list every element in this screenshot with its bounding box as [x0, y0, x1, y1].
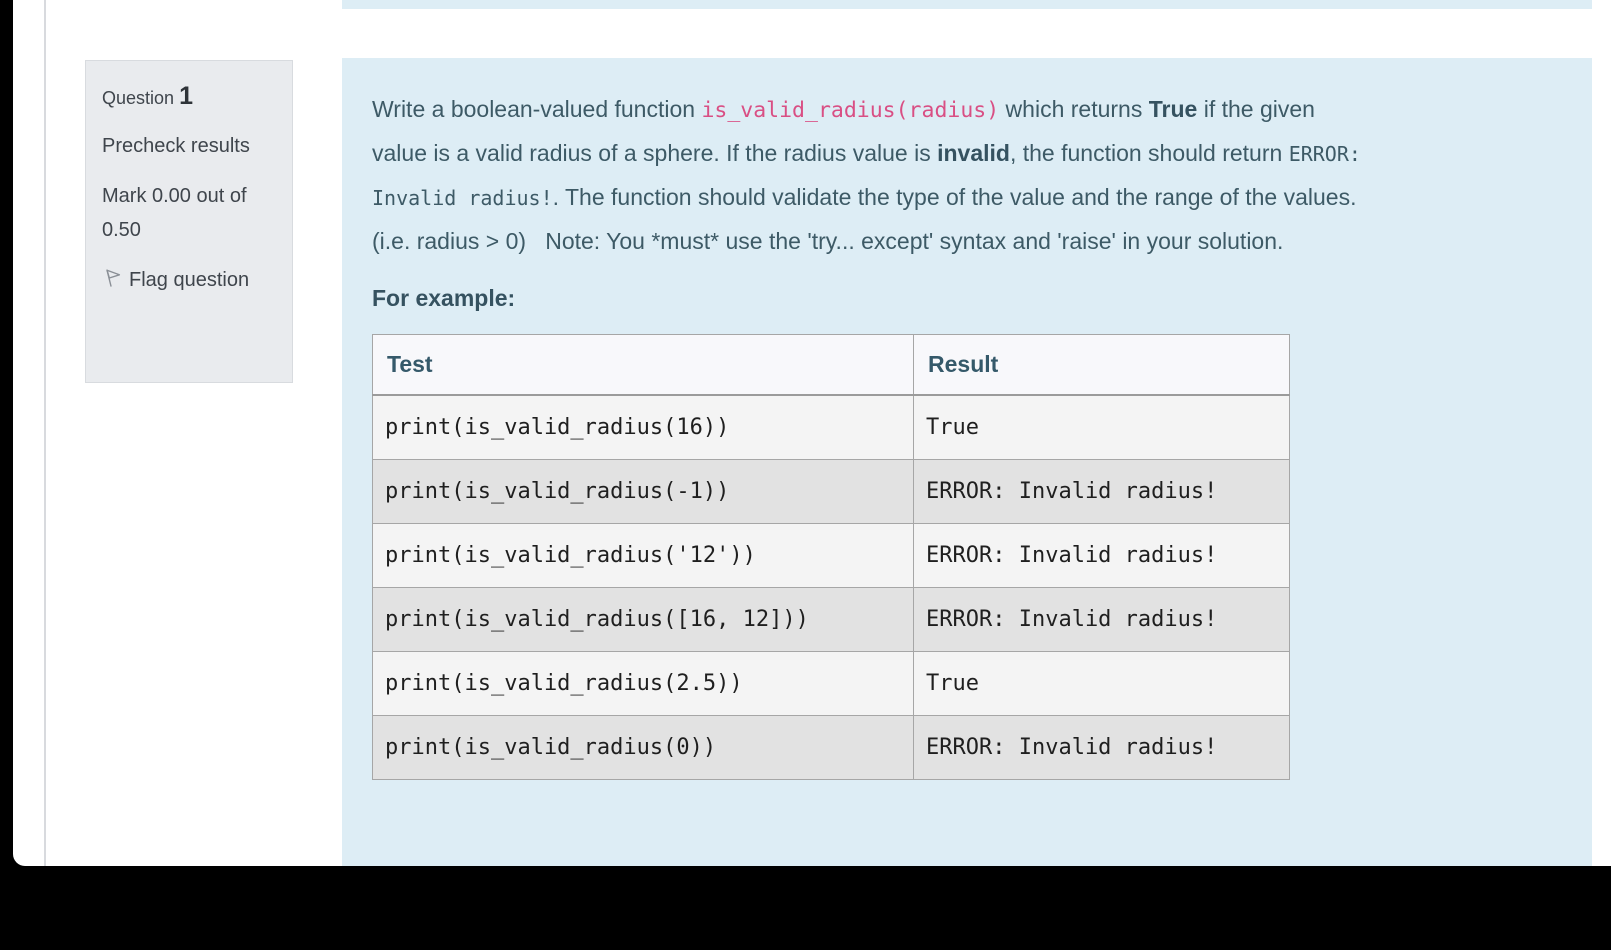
result-cell: True [913, 651, 1290, 716]
table-row: print(is_valid_radius([16, 12])) ERROR: … [372, 587, 1290, 652]
table-row: print(is_valid_radius(16)) True [372, 394, 1290, 460]
question-info-box: Question 1 Precheck results Mark 0.00 ou… [85, 60, 293, 383]
prompt-bold-invalid: invalid [937, 140, 1010, 166]
question-grade: Mark 0.00 out of 0.50 [102, 185, 247, 241]
prompt-segment: . The function should validate the type … [372, 184, 1357, 254]
question-label: Question [102, 88, 175, 108]
prompt-segment: , the function should return [1009, 140, 1289, 166]
result-cell: ERROR: Invalid radius! [913, 587, 1290, 652]
example-table: Test Result print(is_valid_radius(16)) T… [372, 334, 1290, 780]
prompt-bold-true: True [1148, 96, 1198, 122]
prompt-segment: Write a boolean-valued function [372, 96, 702, 122]
test-cell: print(is_valid_radius(16)) [372, 394, 914, 460]
question-number: 1 [179, 82, 193, 110]
prompt-segment: if the given value is a valid radius of … [372, 96, 1315, 166]
quiz-page: Question 1 Precheck results Mark 0.00 ou… [13, 0, 1611, 866]
result-cell: ERROR: Invalid radius! [913, 459, 1290, 524]
table-row: print(is_valid_radius('12')) ERROR: Inva… [372, 523, 1290, 588]
result-cell: ERROR: Invalid radius! [913, 523, 1290, 588]
column-header-result: Result [913, 334, 1290, 396]
question-content: Write a boolean-valued function is_valid… [342, 58, 1592, 866]
example-heading: For example: [372, 285, 516, 311]
table-row: print(is_valid_radius(2.5)) True [372, 651, 1290, 716]
test-cell: print(is_valid_radius('12')) [372, 523, 914, 588]
question-state: Precheck results [102, 135, 250, 157]
test-cell: print(is_valid_radius(0)) [372, 715, 914, 780]
inline-code-function-name: is_valid_radius(radius) [701, 98, 1000, 123]
previous-block-edge [342, 0, 1592, 9]
result-cell: ERROR: Invalid radius! [913, 715, 1290, 780]
question-text: Write a boolean-valued function is_valid… [372, 88, 1372, 263]
test-cell: print(is_valid_radius([16, 12])) [372, 587, 914, 652]
left-column-divider [44, 0, 46, 866]
inline-code-error-message: ERROR: Invalid radius! [372, 142, 1361, 210]
flag-question-link[interactable]: Flag question [102, 263, 254, 297]
prompt-segment: which returns [999, 96, 1149, 122]
test-cell: print(is_valid_radius(-1)) [372, 459, 914, 524]
table-row: print(is_valid_radius(-1)) ERROR: Invali… [372, 459, 1290, 524]
column-header-test: Test [372, 334, 914, 396]
test-cell: print(is_valid_radius(2.5)) [372, 651, 914, 716]
table-row: print(is_valid_radius(0)) ERROR: Invalid… [372, 715, 1290, 780]
flag-icon [106, 269, 121, 287]
result-cell: True [913, 394, 1290, 460]
question-number-line: Question 1 [102, 79, 278, 115]
flag-question-label: Flag question [129, 269, 250, 291]
table-header-row: Test Result [372, 334, 1290, 396]
